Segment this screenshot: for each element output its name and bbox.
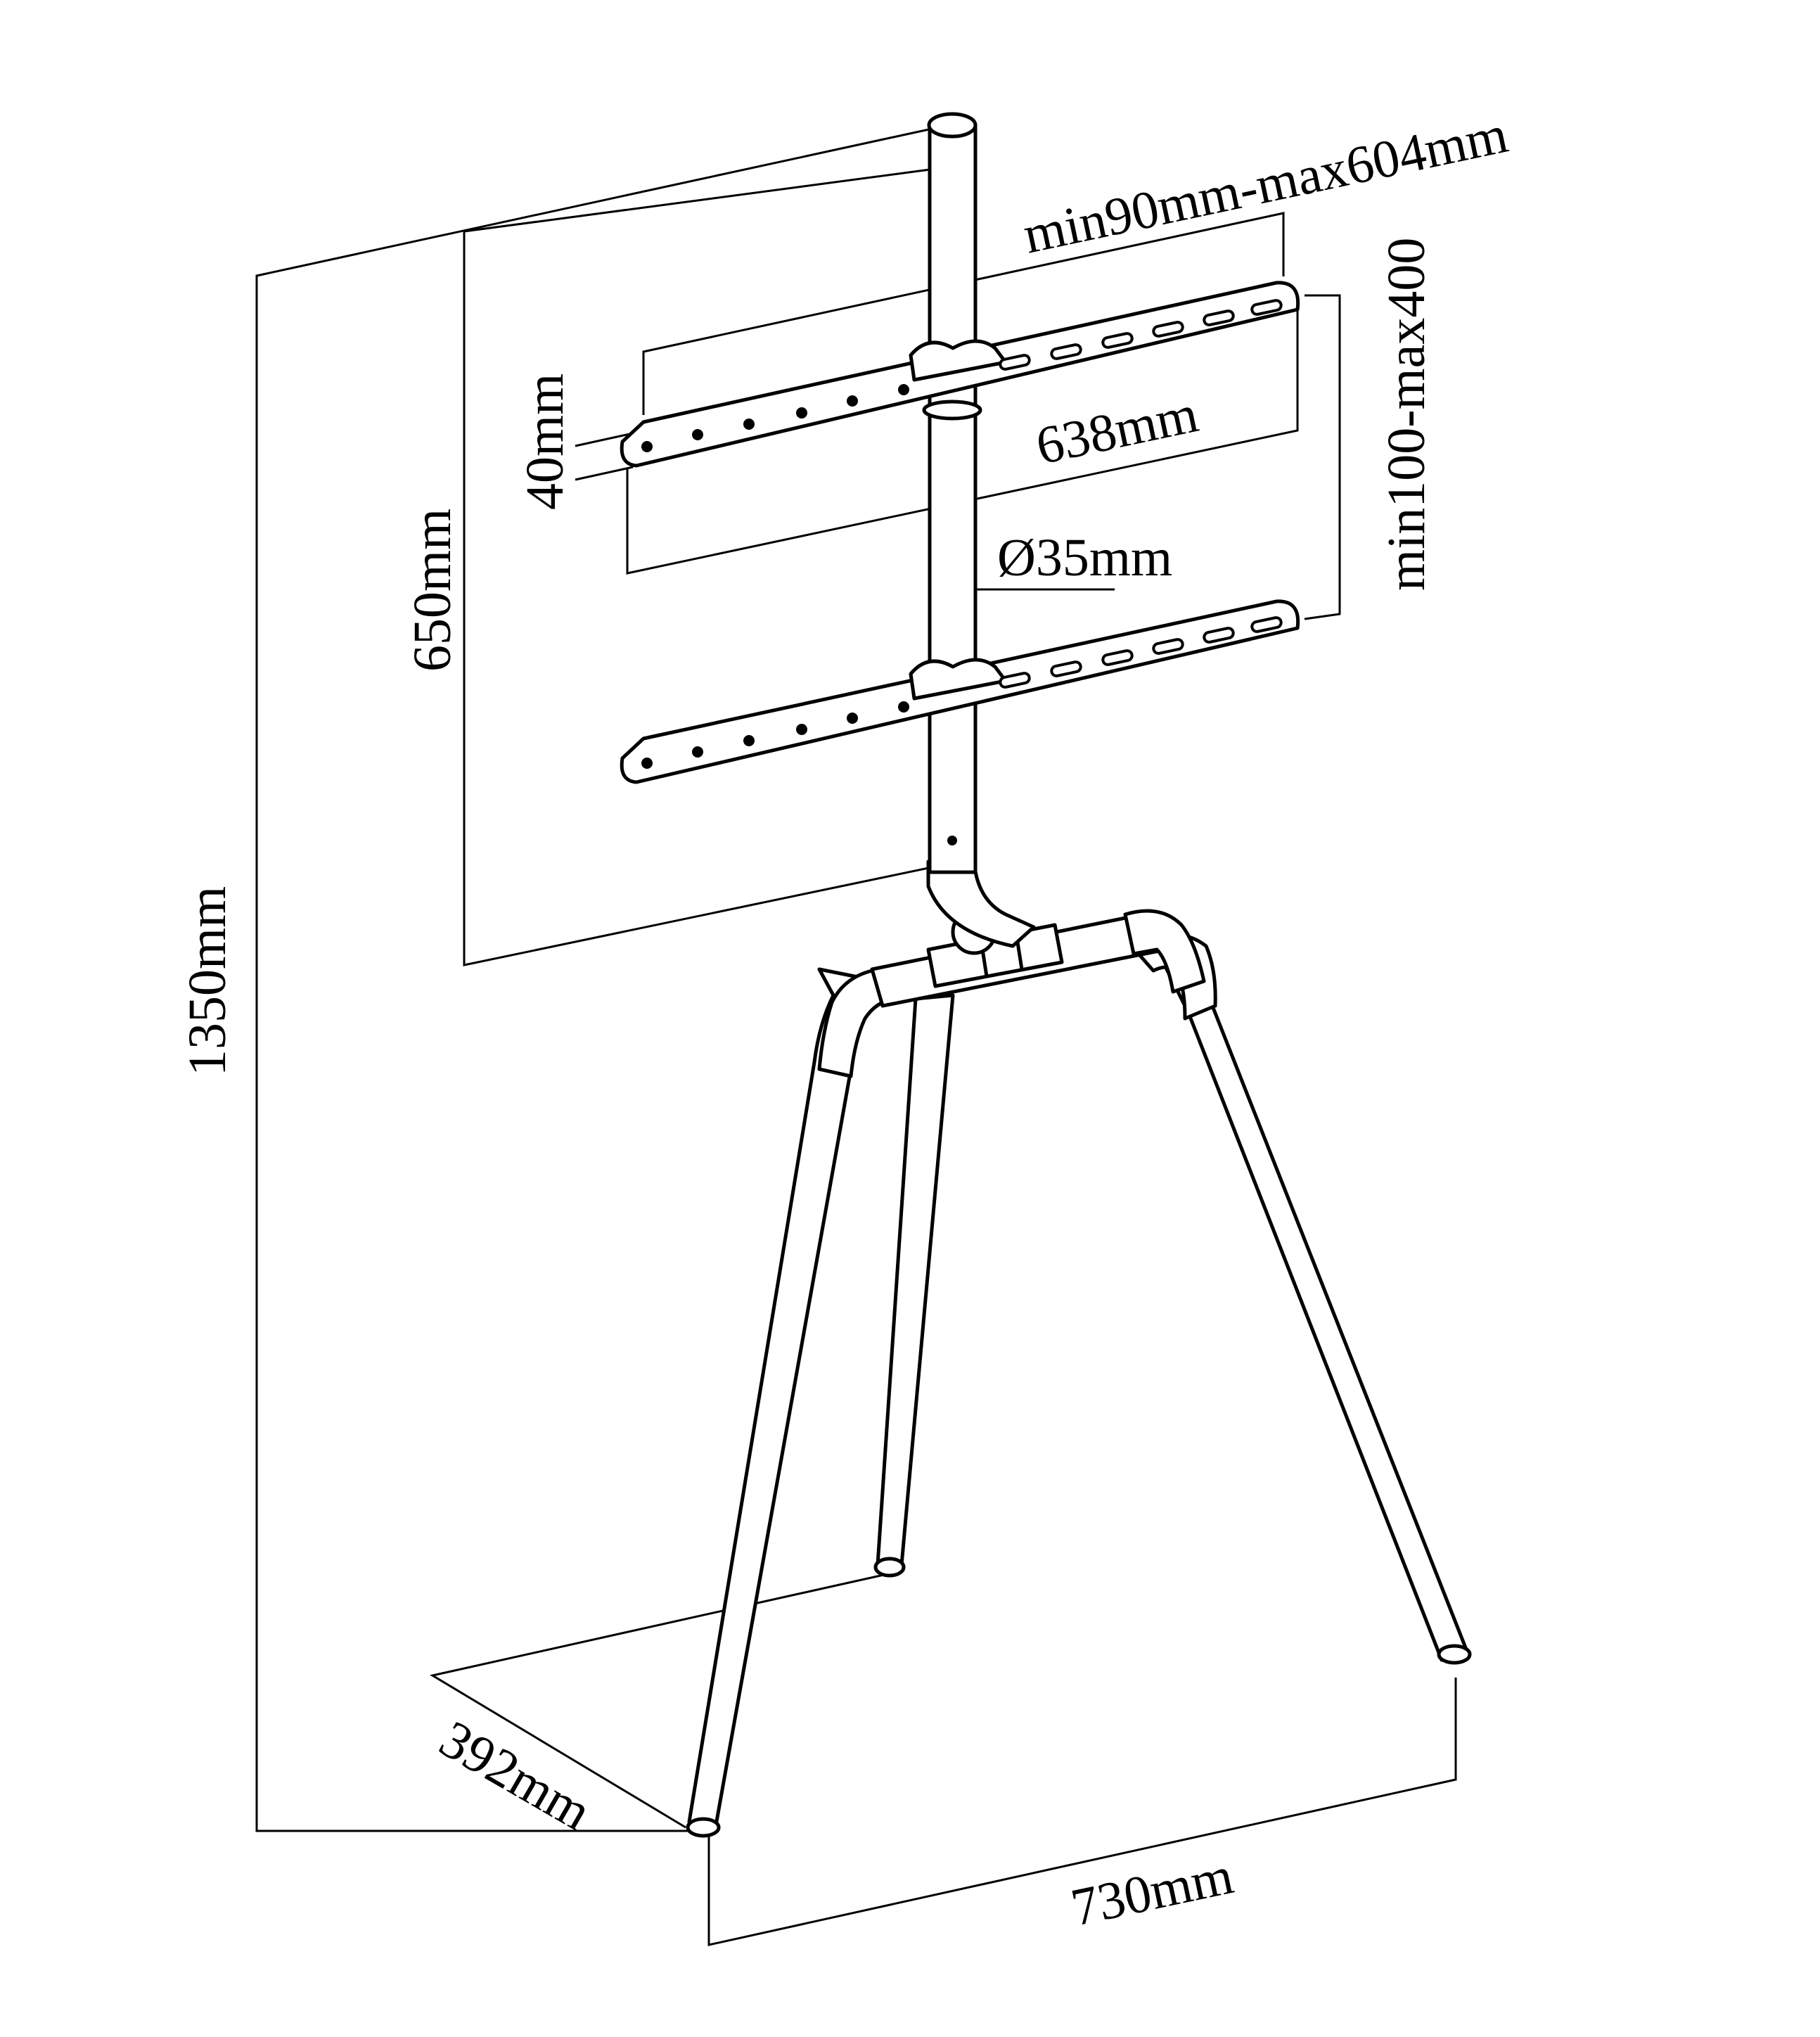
pole-top-cap	[927, 112, 978, 139]
lower-slot-3	[1101, 649, 1134, 666]
lower-hole-4	[796, 724, 807, 735]
bracket-height-label: 40mm	[515, 373, 575, 510]
right-leg-foot	[1437, 1644, 1472, 1665]
upper-hole-5	[847, 395, 858, 407]
bracket-length-label: 638mm	[1031, 384, 1203, 475]
lower-hole-3	[743, 735, 755, 746]
total-height-line	[255, 127, 936, 1832]
upper-hole-2	[692, 429, 703, 440]
lower-hole-2	[692, 746, 703, 758]
left-leg-foot	[686, 1817, 721, 1838]
lower-slot-1	[999, 672, 1031, 689]
lower-bracket-clamp	[909, 658, 1008, 701]
upper-mounting-bracket	[620, 281, 1300, 468]
lower-bracket-bar	[620, 599, 1300, 784]
upper-slot-3	[1101, 332, 1134, 349]
upper-slot-1	[999, 354, 1031, 371]
bracket-height-tick-bottom	[575, 466, 634, 481]
pole-base-elbow	[926, 860, 1036, 948]
vesa-height-label: min100-max400	[1377, 238, 1436, 591]
upper-hole-4	[796, 407, 807, 419]
upper-slot-5	[1203, 309, 1235, 326]
right-front-leg	[1162, 947, 1468, 1662]
upper-hole-3	[743, 419, 755, 430]
vesa-height-line	[1304, 294, 1341, 620]
pole-pin-hole	[947, 836, 957, 845]
stand-legs	[686, 933, 1472, 1838]
width-line	[707, 1678, 1457, 1946]
lower-mounting-bracket	[620, 599, 1300, 784]
upper-slot-2	[1050, 343, 1082, 360]
bracket-height-tick-top	[575, 432, 634, 447]
pole-tube	[928, 123, 978, 874]
rear-leg-foot	[873, 1557, 906, 1578]
center-pole	[922, 112, 982, 874]
cross-bar-right-elbow	[1123, 909, 1206, 994]
pole-diameter-label: Ø35mm	[997, 528, 1172, 587]
mount-height-label: 650mm	[403, 509, 462, 672]
lower-slot-4	[1152, 638, 1184, 655]
lower-hole-1	[641, 758, 653, 769]
hub-assembly	[870, 860, 1206, 1008]
upper-bracket-collar	[922, 400, 982, 421]
total-height-label: 1350mm	[178, 886, 237, 1076]
upper-hole-6	[898, 384, 909, 395]
vesa-width-label: min90mm-max604mm	[1018, 105, 1513, 265]
upper-slot-6	[1250, 299, 1283, 316]
depth-label: 392mm	[430, 1709, 601, 1842]
lower-slot-5	[1203, 627, 1235, 644]
upper-slot-4	[1152, 321, 1184, 338]
upper-hole-1	[641, 441, 653, 452]
mount-height-line	[463, 167, 936, 966]
lower-slot-6	[1250, 616, 1283, 633]
left-front-leg	[687, 967, 871, 1827]
left-leg-upper-sleeve	[817, 969, 895, 1078]
upper-bracket-bar	[620, 281, 1300, 468]
rear-leg	[876, 993, 955, 1574]
lower-hole-6	[898, 701, 909, 713]
upper-bracket-clamp	[909, 339, 1008, 382]
lower-hole-5	[847, 713, 858, 724]
lower-slot-2	[1050, 660, 1082, 677]
